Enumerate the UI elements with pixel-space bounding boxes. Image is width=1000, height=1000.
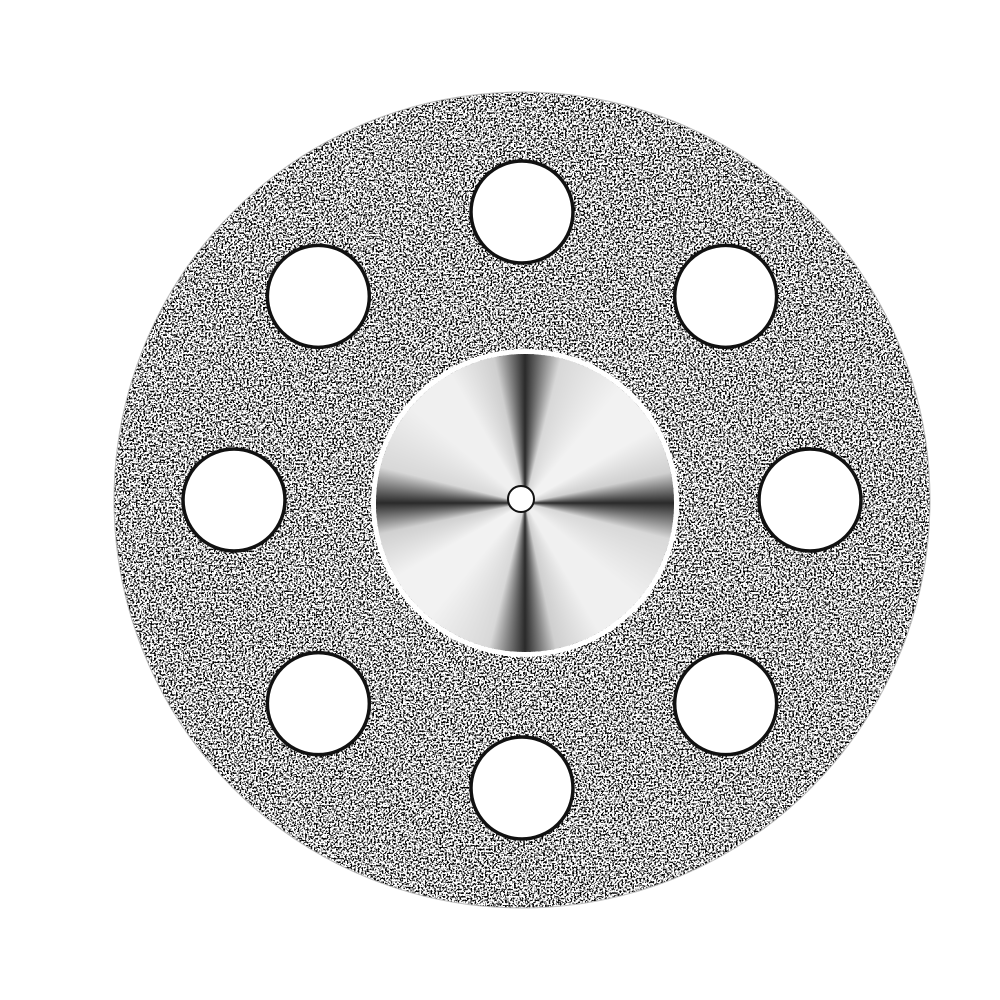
ventilation-hole <box>672 650 779 757</box>
ventilation-hole <box>469 159 575 265</box>
ventilation-hole <box>181 447 287 553</box>
ventilation-hole <box>265 650 372 757</box>
ventilation-hole <box>757 447 863 553</box>
center-mandrel-hole <box>507 485 535 513</box>
ventilation-hole <box>265 243 372 350</box>
ventilation-hole <box>469 735 575 841</box>
ventilation-hole <box>672 243 779 350</box>
